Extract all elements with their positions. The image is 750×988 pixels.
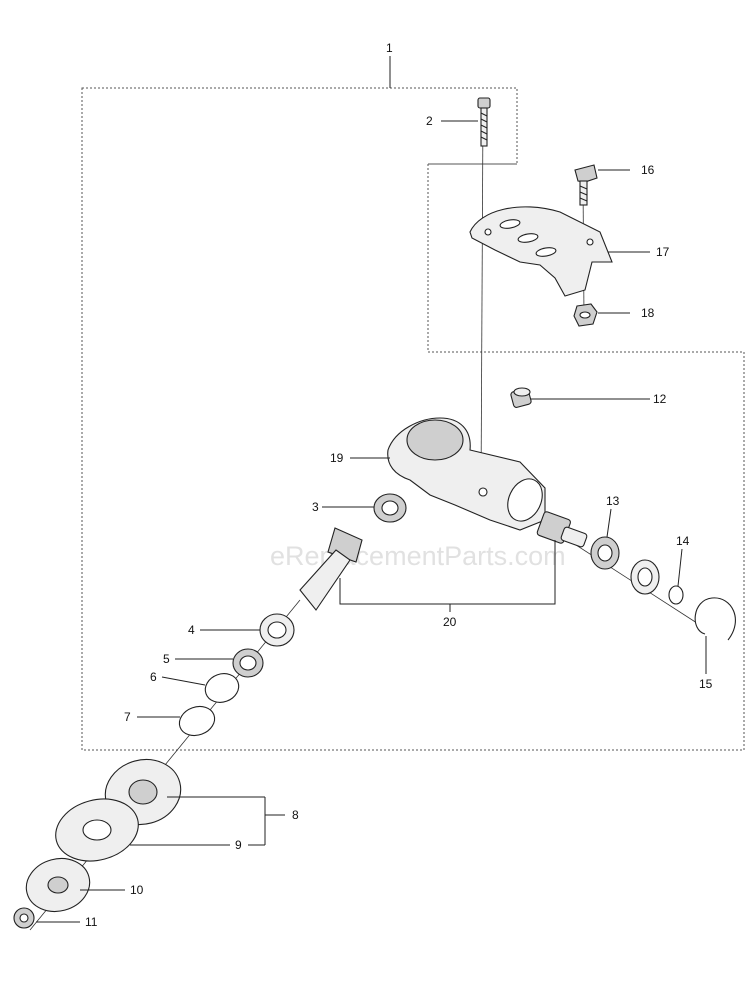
part-gear-housing [387,417,546,531]
part-washer [55,798,139,862]
part-ring-6 [204,673,240,703]
callout-8: 8 [292,808,299,822]
part-bevel-gear-set [299,511,588,611]
callout-16: 16 [641,163,655,177]
part-ring-7 [178,705,216,737]
callout-12: 12 [653,392,667,406]
part-circlip-large [694,597,736,641]
callout-6: 6 [150,670,157,684]
callout-11: 11 [85,915,98,929]
part-plug [510,387,532,408]
part-bearing-upper [373,493,407,523]
callout-1: 1 [386,41,393,55]
assembly-frames [81,87,745,751]
part-screw [574,164,598,206]
part-nut [573,303,598,327]
callout-13: 13 [606,494,620,508]
part-shield [469,206,613,297]
leader-lines [36,56,707,923]
part-bearing-right-outer [630,559,660,595]
part-lock-nut [13,907,35,929]
callout-10: 10 [130,883,144,897]
callout-2: 2 [426,114,433,128]
callout-labels: 1 2 3 4 5 6 7 8 9 10 11 12 13 14 15 16 1… [85,41,713,929]
callout-20: 20 [443,615,457,629]
part-circlip-small [668,585,684,605]
assembly-frame-main [81,87,745,751]
part-bearing-right [590,536,620,570]
callout-15: 15 [699,677,713,691]
callout-14: 14 [676,534,690,548]
callout-19: 19 [330,451,344,465]
callout-4: 4 [188,623,195,637]
part-bearing-4 [259,613,295,647]
callout-3: 3 [312,500,319,514]
callout-5: 5 [163,652,170,666]
callout-9: 9 [235,838,242,852]
part-seal [232,648,264,678]
callout-7: 7 [124,710,131,724]
part-bolt [477,97,491,147]
callout-18: 18 [641,306,655,320]
callout-17: 17 [656,245,670,259]
part-support-cup [25,858,91,912]
watermark-text: eReplacementParts.com [270,541,566,571]
